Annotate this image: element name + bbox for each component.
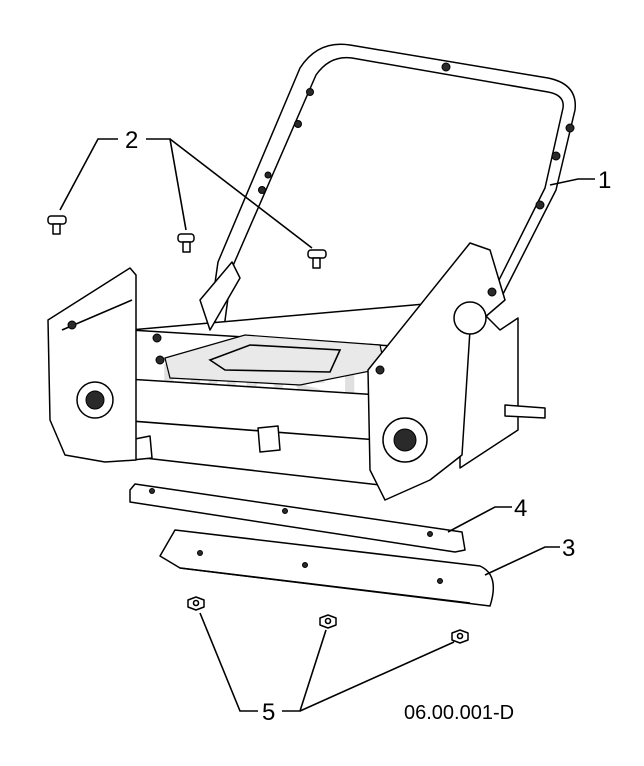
nut-3-icon [451, 629, 469, 644]
handle-frame [209, 43, 576, 329]
handle-bolt-holes [258, 62, 575, 210]
nut-1-icon [187, 596, 205, 611]
part-number: 06.00.001-D [404, 702, 514, 724]
callout-1: 1 [598, 167, 611, 194]
hex-nuts [187, 596, 469, 644]
nut-2-icon [319, 614, 337, 629]
scraper-bar [129, 483, 466, 553]
left-side-plate [47, 267, 165, 463]
callout-4: 4 [514, 495, 527, 522]
shave-plate [159, 529, 495, 607]
leader-lines [59, 138, 595, 712]
callout-3: 3 [562, 535, 575, 562]
bolt-3-icon [307, 249, 327, 269]
callout-5: 5 [262, 699, 275, 726]
callout-2: 2 [125, 127, 138, 154]
bolt-2-icon [177, 233, 195, 253]
right-side-plate [367, 242, 546, 501]
carriage-bolts [47, 215, 327, 269]
bolt-1-icon [47, 215, 67, 235]
